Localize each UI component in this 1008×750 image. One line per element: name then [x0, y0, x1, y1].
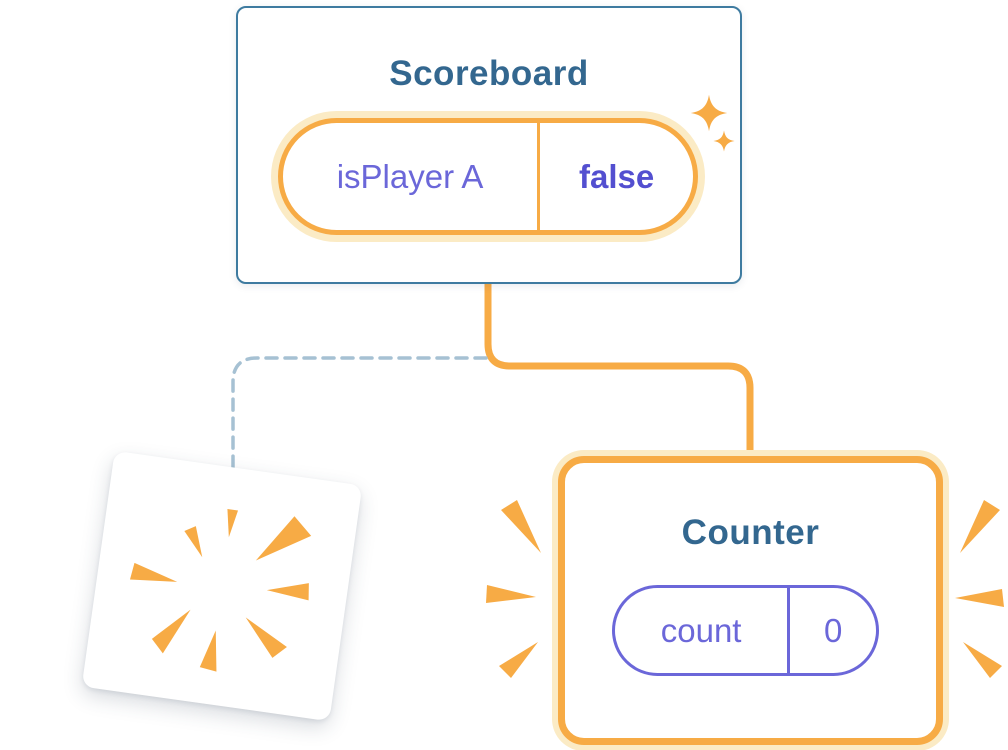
- emphasis-marks-right: [955, 500, 1004, 678]
- emphasis-mark: [963, 642, 1002, 678]
- scoreboard-state-pill: isPlayer A false: [278, 118, 698, 235]
- emphasis-mark: [960, 500, 1000, 553]
- scoreboard-component-card: Scoreboard isPlayer A false: [236, 6, 742, 284]
- scoreboard-state-value: false: [578, 157, 655, 195]
- emphasis-mark: [499, 642, 538, 678]
- destroyed-component-card: [81, 450, 363, 722]
- emphasis-mark: [955, 589, 1004, 607]
- poof-burst-icon: [129, 508, 312, 672]
- sparkle-icon: [713, 130, 735, 152]
- counter-state-pill: count 0: [612, 585, 879, 676]
- emphasis-marks-left: [486, 500, 541, 678]
- counter-state-label: count: [660, 611, 742, 649]
- counter-state-value: 0: [823, 611, 843, 649]
- pill-divider: [537, 123, 541, 230]
- pill-divider: [787, 588, 791, 673]
- connector-scoreboard-to-destroyed-dashed: [231, 356, 488, 482]
- emphasis-mark: [501, 500, 541, 553]
- counter-component-card: Counter count 0: [558, 456, 943, 745]
- emphasis-mark: [486, 585, 536, 603]
- sparkle-icon: [690, 94, 728, 132]
- counter-title: Counter: [681, 513, 820, 552]
- connector-scoreboard-to-counter: [484, 276, 754, 466]
- scoreboard-state-label: isPlayer A: [336, 157, 484, 195]
- scoreboard-title: Scoreboard: [389, 54, 589, 93]
